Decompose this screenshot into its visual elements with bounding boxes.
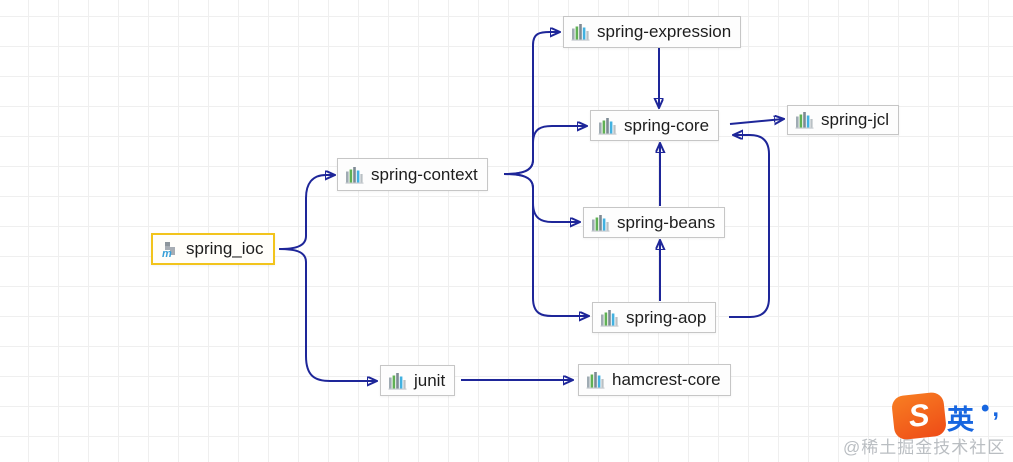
library-icon bbox=[571, 24, 590, 41]
node-spring-aop[interactable]: spring-aop bbox=[592, 302, 717, 333]
node-spring-core[interactable]: spring-core bbox=[590, 110, 720, 141]
library-icon bbox=[598, 117, 617, 135]
edge-spring_ioc-to-junit bbox=[278, 248, 376, 381]
node-spring-expression[interactable]: spring-expression bbox=[563, 16, 742, 48]
watermark-marks: •, bbox=[981, 395, 1003, 422]
node-label: spring-context bbox=[371, 164, 478, 184]
node-spring-context[interactable]: spring-context bbox=[337, 158, 488, 191]
edge-spring-aop-to-spring-core bbox=[729, 135, 770, 318]
edge-spring-core-to-spring-jcl bbox=[729, 119, 783, 124]
library-icon bbox=[795, 112, 814, 129]
node-label: spring_ioc bbox=[186, 239, 264, 258]
node-spring-jcl[interactable]: spring-jcl bbox=[787, 105, 900, 135]
node-label: spring-beans bbox=[617, 212, 716, 232]
library-icon bbox=[345, 166, 364, 184]
edge-spring-context-to-spring-core bbox=[503, 126, 586, 175]
node-spring-beans[interactable]: spring-beans bbox=[583, 207, 726, 238]
svg-text:m: m bbox=[162, 248, 172, 259]
node-label: spring-core bbox=[624, 115, 710, 135]
library-icon bbox=[591, 214, 610, 232]
edge-spring-context-to-spring-aop bbox=[503, 173, 588, 316]
node-label: junit bbox=[414, 370, 446, 390]
logo-letter: S bbox=[906, 397, 932, 434]
node-label: hamcrest-core bbox=[612, 370, 721, 389]
node-label: spring-jcl bbox=[821, 110, 890, 129]
watermark-cn-char: 英 bbox=[947, 405, 974, 435]
node-junit[interactable]: junit bbox=[380, 365, 456, 396]
node-hamcrest-core[interactable]: hamcrest-core bbox=[578, 364, 731, 396]
node-label: spring-expression bbox=[597, 22, 732, 41]
node-label: spring-aop bbox=[626, 307, 707, 327]
library-icon bbox=[586, 372, 605, 389]
library-icon bbox=[388, 372, 407, 390]
edge-spring-context-to-spring-beans bbox=[503, 173, 579, 222]
maven-module-icon: m bbox=[162, 242, 175, 259]
library-icon bbox=[600, 309, 619, 327]
edge-spring-context-to-spring-expression bbox=[503, 32, 559, 175]
watermark-credit: @稀土掘金技术社区 bbox=[843, 438, 1006, 457]
node-spring_ioc[interactable]: m spring_ioc bbox=[151, 233, 275, 265]
edge-spring_ioc-to-spring-context bbox=[278, 175, 334, 250]
